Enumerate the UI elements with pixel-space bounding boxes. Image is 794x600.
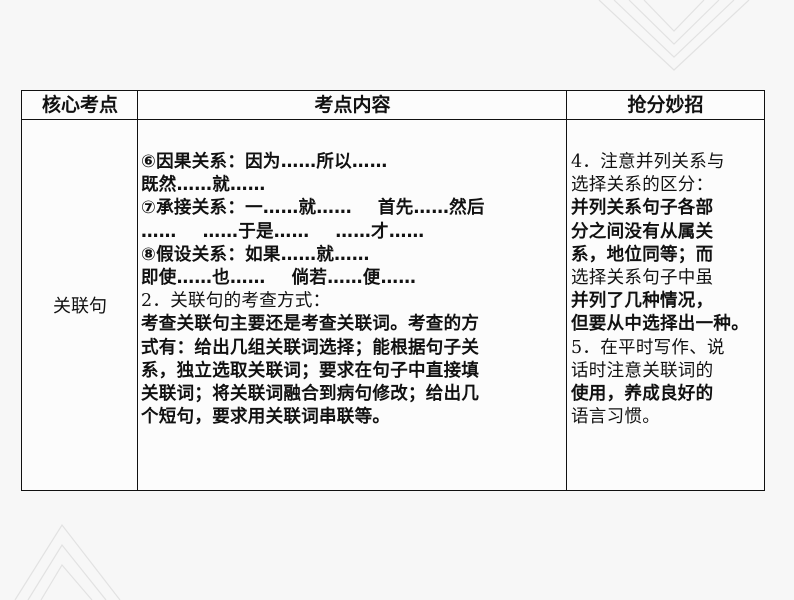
tips-line: 语言习惯。: [571, 407, 660, 428]
column-divider-1: [22, 91, 138, 490]
content-line: ⑦承接关系：一……就……首先……然后: [141, 198, 485, 219]
core-point-text: 关联句: [53, 296, 107, 317]
content-line: 关联词；将关联词融合到病句修改；给出几: [141, 383, 480, 404]
knowledge-table: 核心考点 考点内容 抢分妙招 关联句 ⑥因果关系：因为……所以…… 既然……就……: [21, 90, 765, 491]
content-line: 既然……就……: [141, 175, 266, 196]
content-line: 2．关联句的考查方式：: [141, 291, 331, 312]
content-line: 系，独立选取关联词；要求在句子中直接填: [141, 360, 480, 381]
chevron-decoration-icon: [598, 0, 750, 71]
tips-line: 并列了几种情况，: [571, 291, 714, 312]
content-line: ⑧假设关系：如果……就……: [141, 244, 370, 265]
content-line: ⑥因果关系：因为……所以……: [141, 152, 388, 172]
tips-line: 选择关系句子中虽: [571, 267, 714, 288]
cell-content: ⑥因果关系：因为……所以…… 既然……就…… ⑦承接关系：一……就……首先……然…: [138, 120, 567, 490]
tips-line: 分之间没有从属关: [571, 221, 714, 242]
cell-tips: 4．注意并列关系与 选择关系的区分： 并列关系句子各部 分之间没有从属关 系，地…: [567, 120, 764, 490]
header-core-point: 核心考点: [41, 94, 118, 116]
content-line: …………于是…………才……: [141, 221, 425, 242]
cell-core-point: 关联句: [22, 120, 138, 490]
tips-line: 话时注意关联词的: [571, 360, 714, 381]
content-line: 即使……也……倘若……便……: [141, 267, 417, 288]
tips-line: 选择关系的区分：: [571, 175, 714, 196]
column-divider-2: [138, 91, 567, 490]
tips-line: 并列关系句子各部: [571, 198, 714, 219]
tips-line: 系，地位同等；而: [571, 244, 714, 265]
content-line: 个短句，要求用关联词串联等。: [141, 407, 391, 428]
tips-line: 使用，养成良好的: [571, 383, 714, 404]
content-line: 式有：给出几组关联词选择；能根据句子关: [141, 337, 480, 358]
tips-line: 但要从中选择出一种。: [571, 314, 749, 335]
triangle-decoration-icon: [14, 523, 121, 600]
header-content: 考点内容: [314, 94, 391, 116]
header-tips: 抢分妙招: [627, 94, 704, 116]
table-header-row: 核心考点 考点内容 抢分妙招: [22, 91, 764, 120]
tips-line: 4．注意并列关系与: [571, 152, 725, 172]
content-line: 考查关联句主要还是考查关联词。考查的方: [141, 314, 480, 335]
tips-line: 5．在平时写作、说: [571, 337, 725, 358]
